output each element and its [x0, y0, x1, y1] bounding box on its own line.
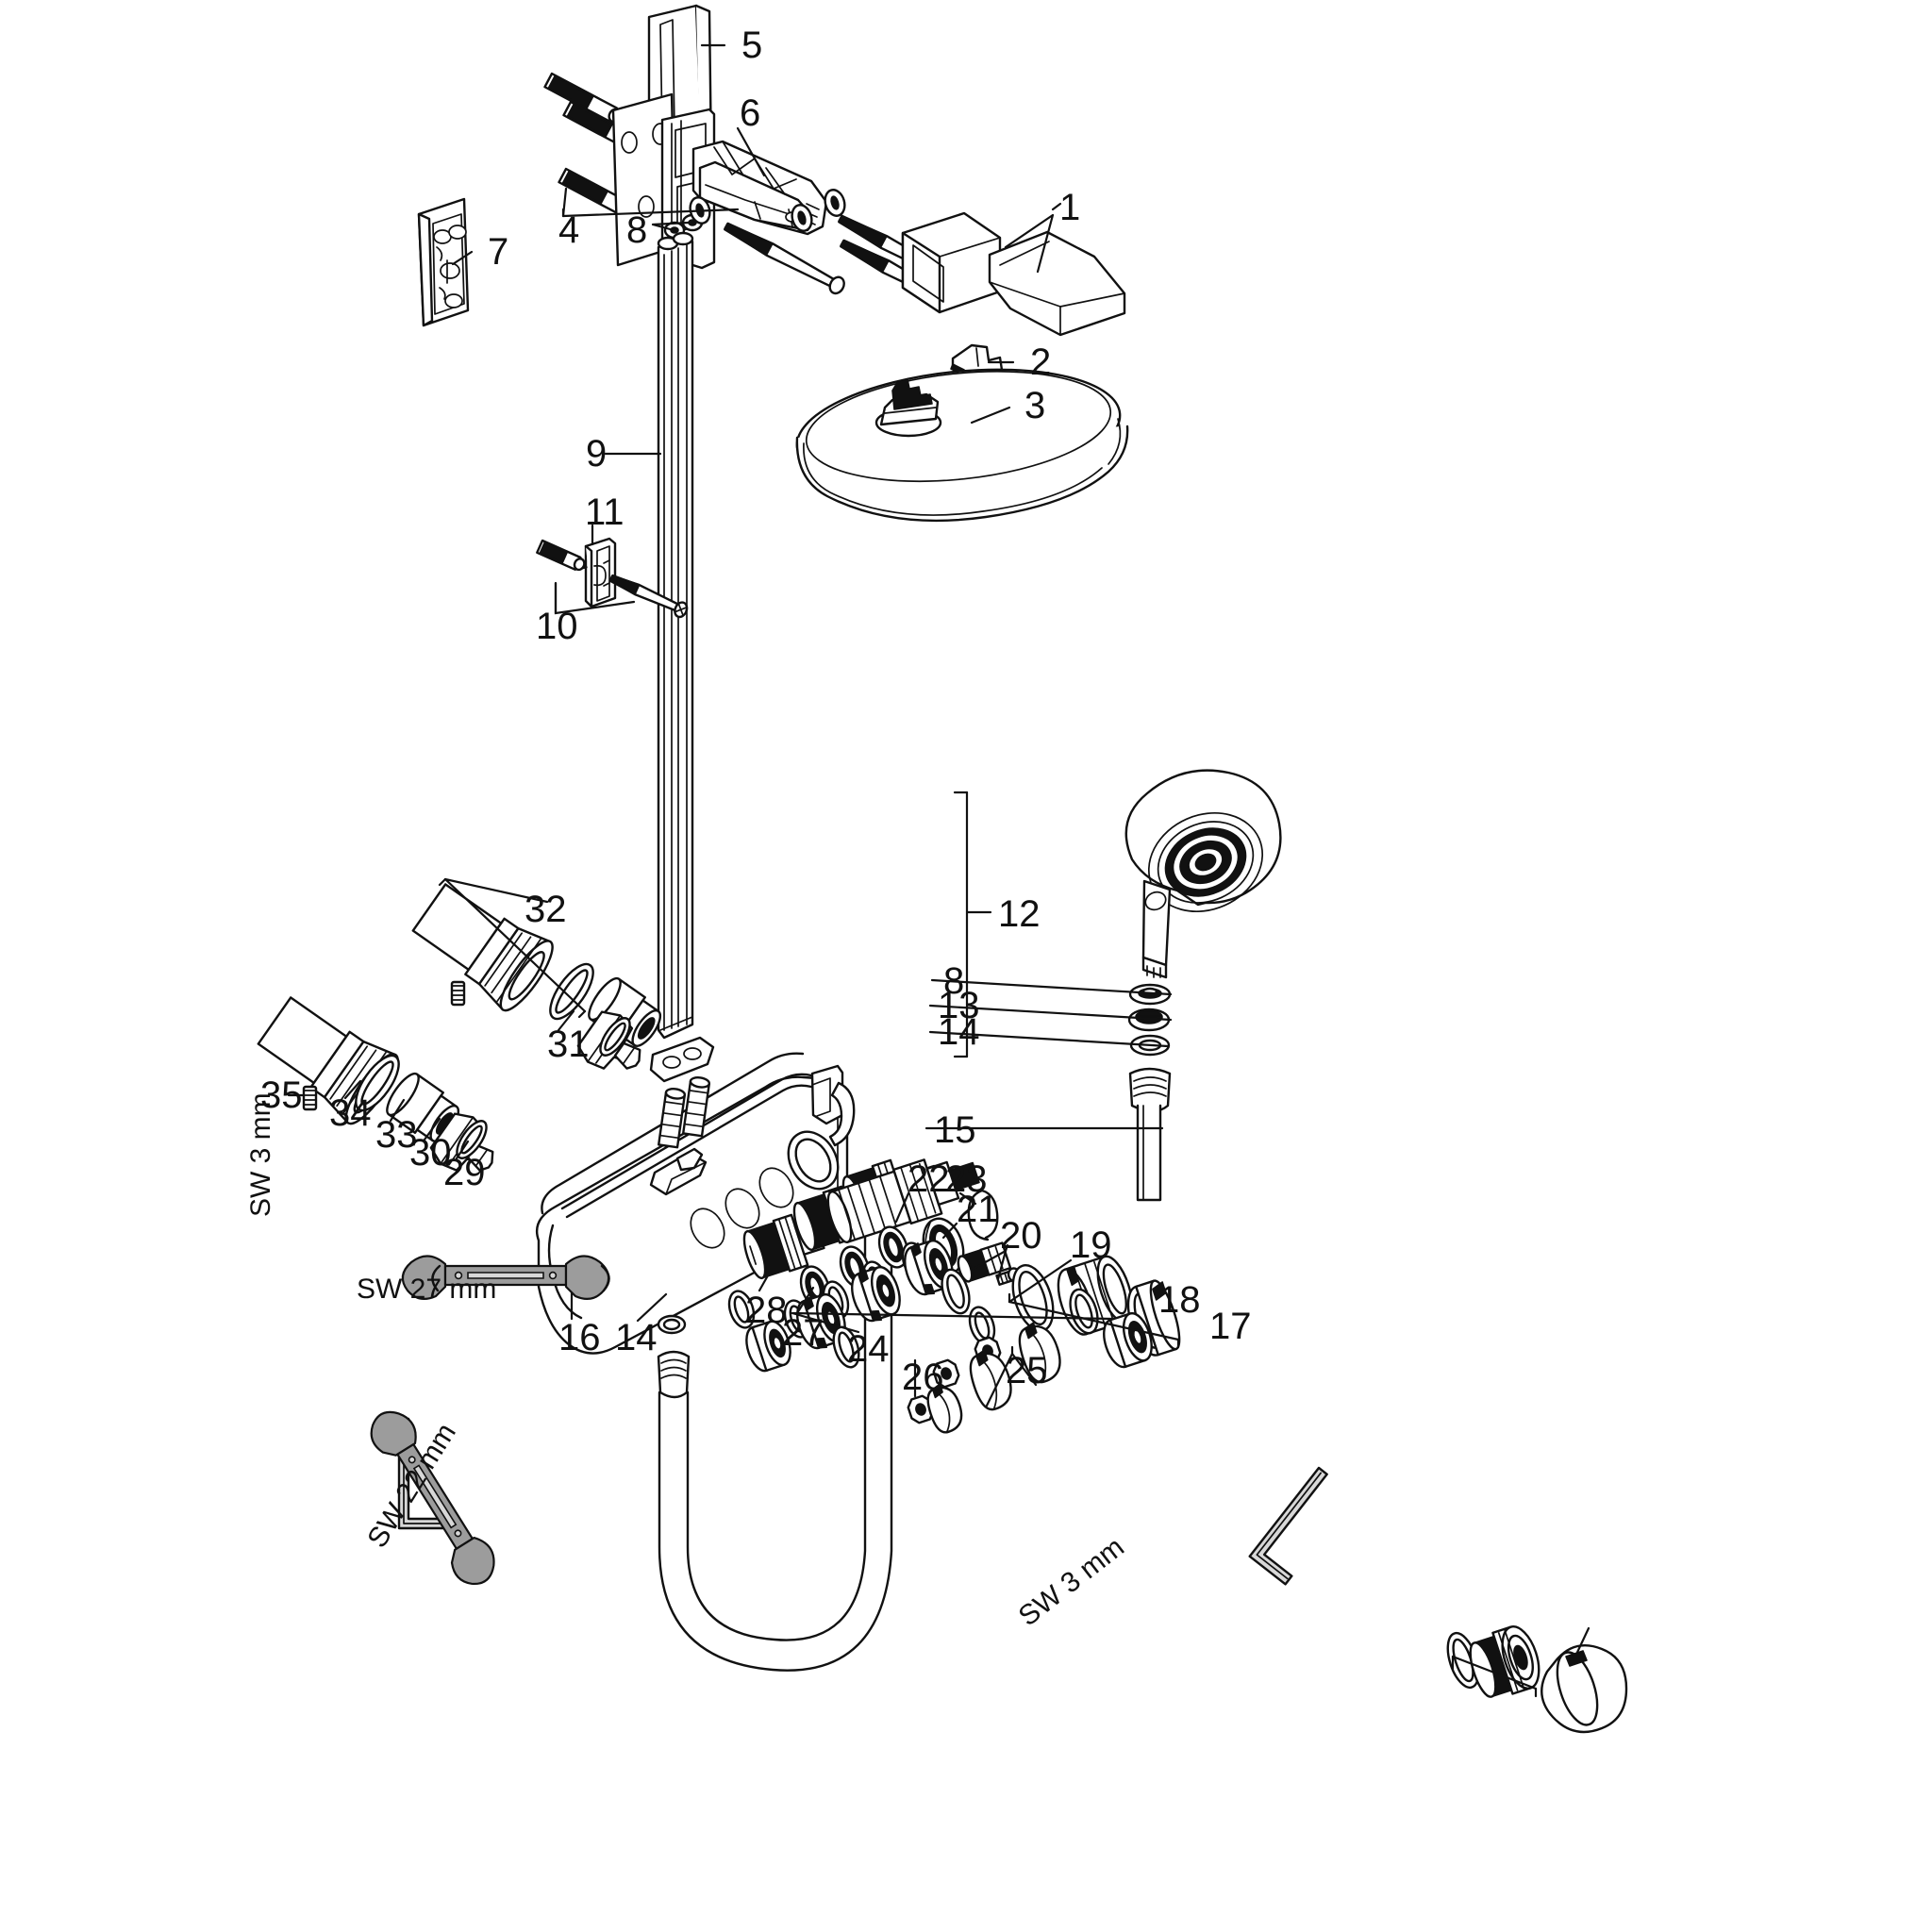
part-15-hose-curve — [658, 1234, 893, 1672]
callout-15: 15 — [934, 1109, 976, 1151]
tool-label-sw27: SW 27 mm — [357, 1274, 497, 1305]
callout-1: 1 — [1059, 187, 1081, 228]
part-25-button-caps — [926, 1322, 1061, 1434]
callout-35: 35 — [260, 1074, 303, 1116]
callout-29: 29 — [443, 1152, 486, 1193]
tool-sw22-wrench — [370, 1410, 495, 1585]
part-30-34-union-lower — [257, 996, 494, 1172]
tool-label-sw3-left: SW 3 mm — [245, 1092, 276, 1217]
callout-17: 17 — [1209, 1306, 1252, 1347]
part-23-circlip — [967, 1189, 999, 1241]
callout-30: 30 — [409, 1132, 452, 1174]
callout-2: 2 — [1030, 341, 1052, 383]
callout-6: 6 — [740, 92, 761, 134]
part-18-handle-unit — [1446, 1625, 1541, 1698]
callout-8-top: 8 — [626, 209, 648, 251]
part-1-spout — [901, 211, 1126, 337]
callout-4: 4 — [558, 209, 580, 251]
callout-28: 28 — [745, 1290, 788, 1331]
part-valve-bodies-left — [727, 1290, 791, 1373]
callout-31: 31 — [547, 1024, 590, 1065]
callout-5: 5 — [741, 25, 763, 66]
part-17-handle-cap — [1541, 1644, 1628, 1734]
callout-27: 27 — [782, 1312, 824, 1354]
part-12-hand-shower — [1124, 769, 1282, 979]
part-10-fixings — [536, 539, 689, 619]
part-24-seal-kit — [783, 1225, 1153, 1369]
part-15-hose-top — [1128, 1067, 1172, 1202]
part-7-mounting-frame — [417, 197, 470, 327]
part-11-wall-clamp — [584, 537, 617, 608]
callout-25: 25 — [1006, 1350, 1048, 1391]
callout-10: 10 — [536, 606, 578, 647]
callout-23: 23 — [945, 1158, 988, 1200]
callout-33: 33 — [375, 1114, 418, 1156]
callout-13: 13 — [938, 985, 980, 1026]
callout-19: 19 — [1070, 1224, 1112, 1266]
callout-12: 12 — [998, 893, 1041, 935]
callout-9: 9 — [586, 433, 608, 475]
callout-32: 32 — [525, 889, 567, 930]
callout-26: 26 — [902, 1357, 944, 1398]
part-14-hose-oring — [657, 1314, 691, 1399]
part-16-shelf-housing — [535, 1036, 856, 1355]
callout-3: 3 — [1024, 385, 1046, 426]
callout-16: 16 — [558, 1317, 601, 1358]
tool-sw3-hexkey-right — [1248, 1466, 1328, 1586]
callout-20: 20 — [1000, 1215, 1042, 1257]
callout-21: 21 — [957, 1189, 999, 1230]
callout-18: 18 — [1158, 1279, 1201, 1321]
callout-14-oring: 14 — [615, 1317, 658, 1358]
tool-sw27-wrench — [401, 1255, 610, 1301]
callout-34: 34 — [329, 1092, 372, 1134]
callout-8-handshower: 8 — [943, 960, 965, 1002]
callout-14-hose: 14 — [938, 1011, 980, 1053]
part-22-thermostatic-cartridge — [826, 1158, 980, 1243]
part-9-column — [657, 231, 694, 1040]
callout-22: 22 — [908, 1158, 950, 1200]
callout-24: 24 — [847, 1328, 890, 1370]
part-3-overhead-shower — [795, 368, 1129, 523]
callout-7: 7 — [488, 231, 509, 273]
callout-11: 11 — [585, 491, 625, 533]
